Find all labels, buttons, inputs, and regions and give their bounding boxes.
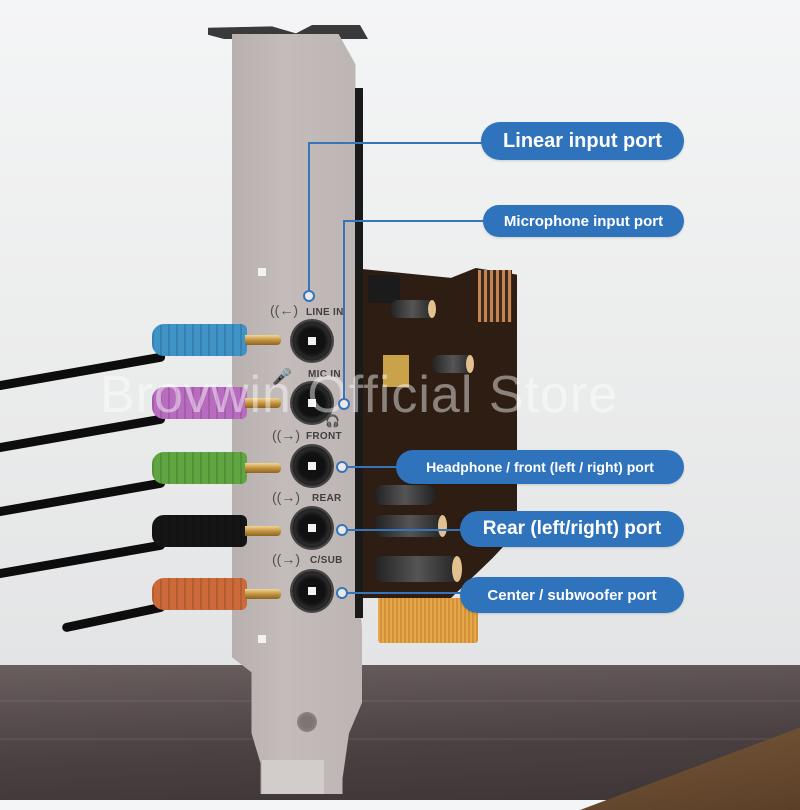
plug-pin bbox=[245, 463, 281, 473]
plug-pin bbox=[245, 398, 281, 408]
capacitor-end bbox=[452, 556, 462, 582]
leader-dot-line-in bbox=[303, 290, 315, 302]
capacitor-end bbox=[466, 355, 474, 373]
plug-pin bbox=[245, 589, 281, 599]
capacitor bbox=[432, 355, 474, 373]
jack-rear[interactable] bbox=[292, 508, 332, 548]
cable-orange bbox=[61, 602, 166, 633]
port-label-rear: REAR bbox=[312, 493, 342, 504]
port-label-mic-in: MIC IN bbox=[308, 369, 341, 380]
plug-pink[interactable] bbox=[152, 387, 247, 419]
capacitor-end bbox=[438, 515, 447, 537]
jack-csub[interactable] bbox=[292, 571, 332, 611]
bracket-notch bbox=[258, 635, 266, 643]
bracket-notch bbox=[258, 268, 266, 276]
plug-black[interactable] bbox=[152, 515, 247, 547]
cable-black bbox=[0, 540, 166, 580]
bracket-foot bbox=[262, 760, 324, 794]
leader-dot-csub bbox=[336, 587, 348, 599]
leader-line-line-in bbox=[308, 142, 310, 292]
callout-rear: Rear (left/right) port bbox=[460, 511, 684, 547]
jack-contact bbox=[308, 399, 316, 407]
capacitor bbox=[375, 515, 445, 537]
capacitor bbox=[390, 300, 435, 318]
pcie-gold-contacts bbox=[378, 598, 478, 643]
jack-contact bbox=[308, 462, 316, 470]
wood-grain bbox=[0, 738, 800, 740]
leader-line-rear bbox=[344, 529, 464, 531]
microphone-icon: 🎤 bbox=[272, 369, 292, 386]
callout-csub: Center / subwoofer port bbox=[460, 577, 684, 613]
leader-line-mic-in bbox=[343, 220, 345, 400]
leader-line-mic-in bbox=[343, 220, 485, 222]
audio-in-waves-icon: ((←) bbox=[270, 302, 298, 318]
callout-mic-in: Microphone input port bbox=[483, 205, 684, 237]
wood-grain bbox=[0, 700, 800, 702]
bracket-edge bbox=[355, 88, 363, 618]
port-label-line-in: LINE IN bbox=[306, 307, 344, 318]
plug-pin bbox=[245, 526, 281, 536]
headphones-icon: 🎧 bbox=[325, 414, 340, 428]
pcb-component bbox=[368, 275, 400, 303]
jack-line-in[interactable] bbox=[292, 321, 332, 361]
jack-front[interactable] bbox=[292, 446, 332, 486]
capacitor bbox=[375, 556, 460, 582]
leader-dot-front bbox=[336, 461, 348, 473]
plug-green[interactable] bbox=[152, 452, 247, 484]
plug-blue[interactable] bbox=[152, 324, 247, 356]
audio-out-waves-icon: ((→) bbox=[272, 427, 300, 443]
capacitor-end bbox=[428, 300, 436, 318]
callout-front: Headphone / front (left / right) port bbox=[396, 450, 684, 484]
plug-orange[interactable] bbox=[152, 578, 247, 610]
leader-line-front bbox=[344, 466, 400, 468]
callout-line-in: Linear input port bbox=[481, 122, 684, 160]
cable-green bbox=[0, 478, 166, 518]
audio-out-waves-icon: ((→) bbox=[272, 489, 300, 505]
plug-pin bbox=[245, 335, 281, 345]
audio-out-waves-icon: ((→) bbox=[272, 551, 300, 567]
leader-dot-rear bbox=[336, 524, 348, 536]
pin-header bbox=[478, 270, 512, 322]
leader-line-csub bbox=[344, 592, 464, 594]
capacitor bbox=[375, 485, 435, 505]
leader-dot-mic-in bbox=[338, 398, 350, 410]
jack-contact bbox=[308, 524, 316, 532]
store-watermark: Brovwin Official Store bbox=[100, 366, 619, 424]
gold-component bbox=[383, 355, 409, 387]
leader-line-line-in bbox=[308, 142, 483, 144]
port-label-front: FRONT bbox=[306, 431, 342, 442]
bracket-screw-hole bbox=[297, 712, 317, 732]
jack-contact bbox=[308, 337, 316, 345]
port-label-csub: C/SUB bbox=[310, 555, 343, 566]
jack-mic-in[interactable] bbox=[292, 383, 332, 423]
jack-contact bbox=[308, 587, 316, 595]
